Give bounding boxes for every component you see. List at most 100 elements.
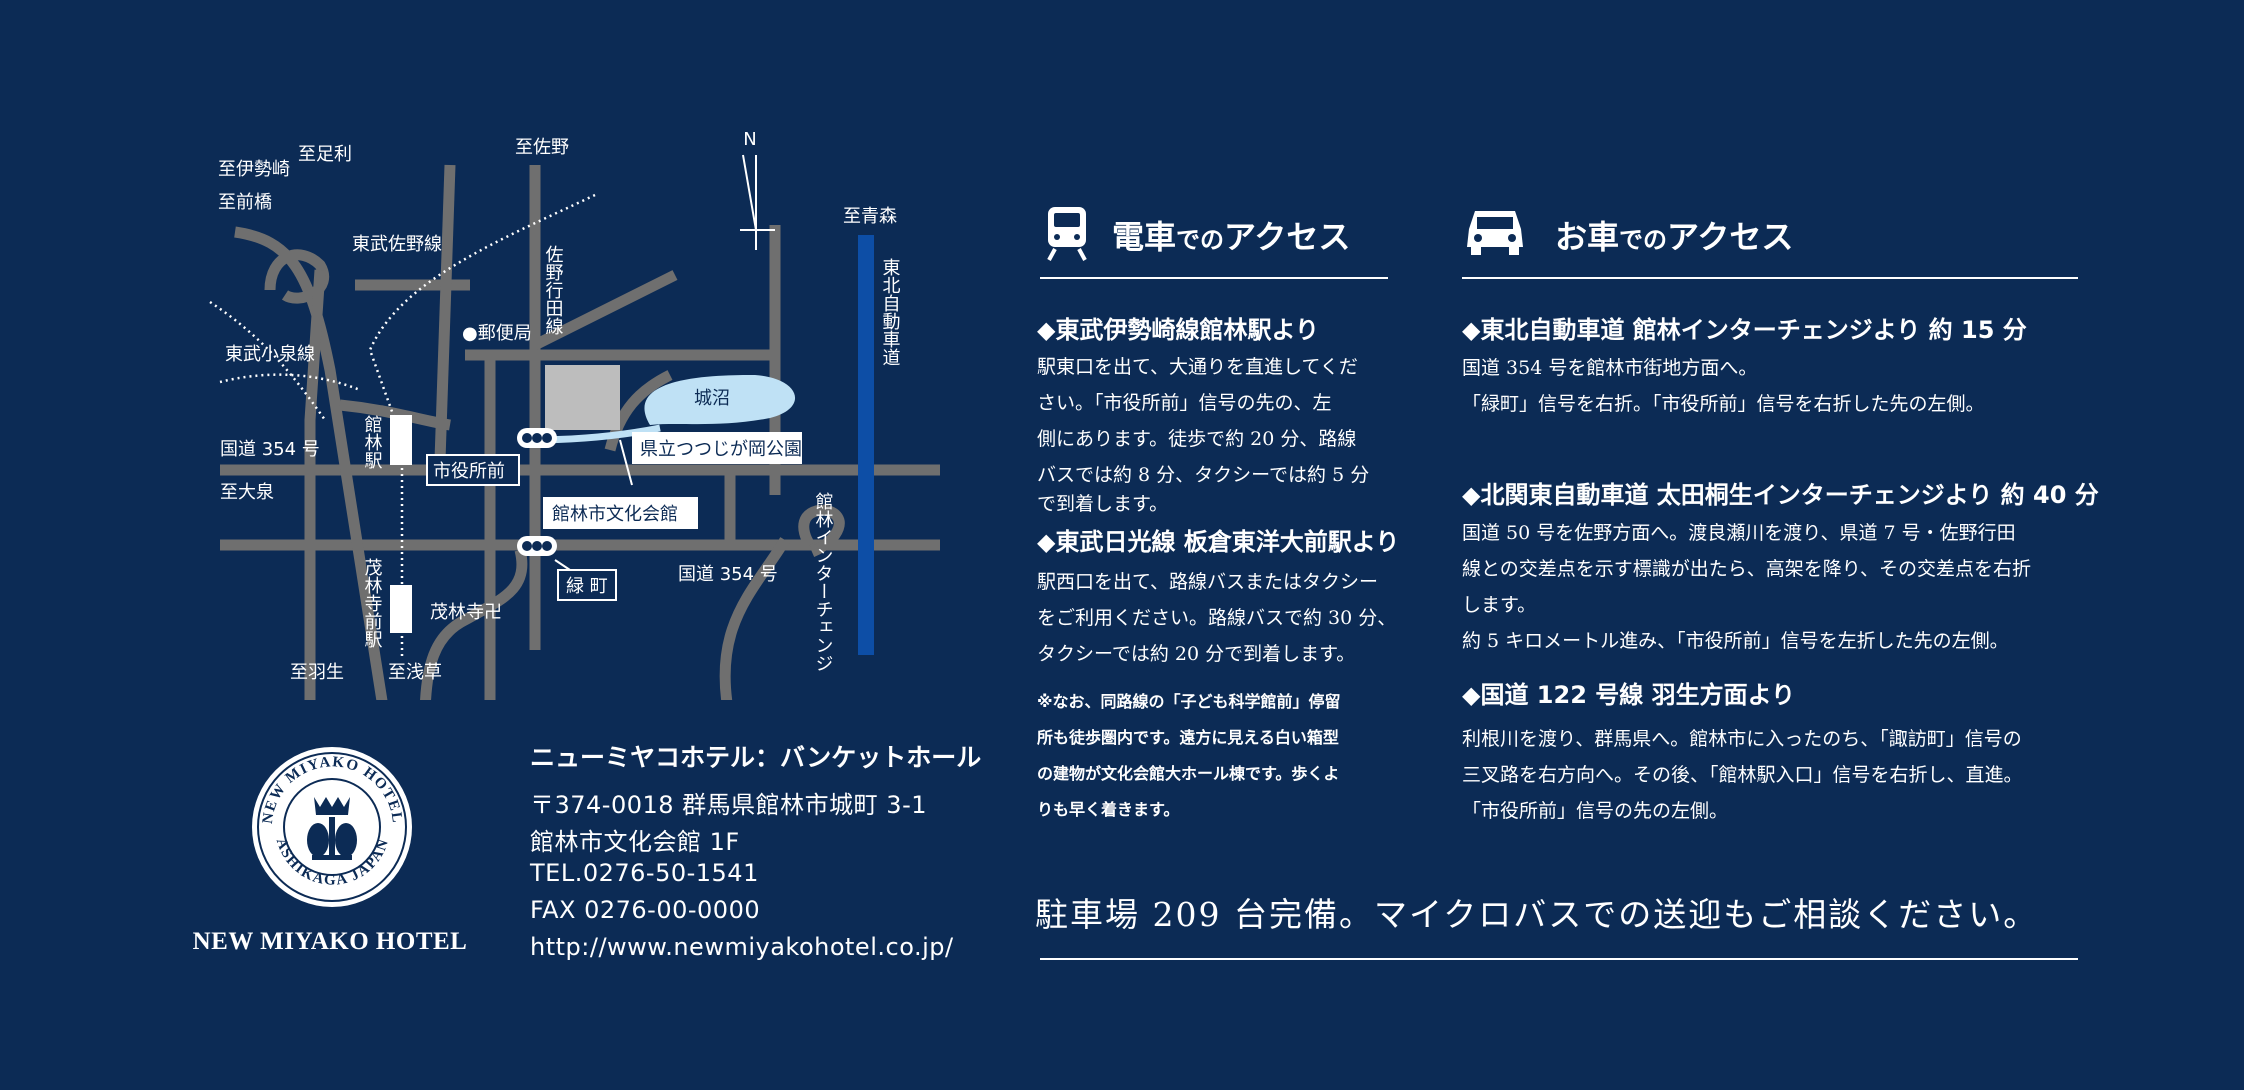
label-midoricho: 緑 町 — [566, 576, 608, 597]
car-section-tohoku-body: 国道 354 号を館林市街地方面へ。 「緑町」信号を右折。「市役所前」信号を右折… — [1462, 350, 2102, 422]
label-tobu-koizumi-line: 東武小泉線 — [225, 344, 315, 365]
note-line: りも早く着きます。 — [1037, 800, 1180, 819]
station-morinji — [390, 585, 412, 633]
hotel-fax: FAX 0276-00-0000 — [530, 896, 761, 924]
label-to-isesaki: 至伊勢崎 — [218, 159, 290, 180]
label-morinji-temple: 茂林寺卍 — [430, 602, 502, 623]
road-ic-ramp — [719, 537, 790, 700]
text-line: をご利用ください。路線バスで約 30 分、 — [1037, 607, 1397, 629]
car-heading: お車でのアクセス — [1555, 212, 1793, 258]
text-line: タクシーでは約 20 分で到着します。 — [1037, 643, 1356, 665]
car-section-tohoku-title: ◆東北自動車道 館林インターチェンジより 約 15 分 — [1462, 316, 2027, 344]
car-section-kitakanto-body: 国道 50 号を佐野方面へ。渡良瀬川を渡り、県道 7 号・佐野行田 線との交差点… — [1462, 515, 2102, 659]
text-line: バスでは約 8 分、タクシーでは約 5 分 — [1037, 464, 1370, 486]
label-tobu-sano-line: 東武佐野線 — [352, 234, 442, 255]
station-tatebayashi — [390, 415, 412, 465]
expressway-tohoku — [858, 235, 874, 655]
label-tatebayashi-station: 館林駅 — [362, 415, 383, 470]
signal-midoricho — [517, 536, 557, 556]
compass-north: N — [740, 129, 775, 250]
hotel-name-english: NEW MIYAKO HOTEL — [192, 928, 468, 955]
road-northeast-diagonal — [532, 270, 678, 350]
car-heading-main: お車 — [1555, 218, 1620, 256]
car-icon — [1465, 207, 1525, 261]
text-line: で到着します。 — [1037, 493, 1169, 515]
culture-hall-block — [545, 365, 620, 430]
label-post-office: ●郵便局 — [462, 323, 532, 344]
map-roads — [220, 164, 940, 700]
road-north-diagonal — [434, 164, 456, 461]
signal-city-hall-mae — [517, 428, 557, 448]
label-to-asakusa: 至浅草 — [388, 662, 442, 683]
train-heading-rule — [1040, 277, 1388, 279]
railway-tobu-koizumi — [219, 373, 361, 392]
text-line: 国道 354 号を館林市街地方面へ。 — [1462, 357, 1758, 379]
text-line: します。 — [1462, 594, 1537, 616]
road-west-loop — [264, 249, 330, 304]
label-to-maebashi: 至前橋 — [218, 192, 272, 213]
text-line: 約 5 キロメートル進み、「市役所前」信号を左折した先の左側。 — [1462, 630, 2009, 652]
car-section-route122-body: 利根川を渡り、群馬県へ。館林市に入ったのち、「諏訪町」信号の 三叉路を右方向へ。… — [1462, 721, 2102, 829]
label-morinji-station: 茂林寺前駅 — [362, 558, 383, 649]
hotel-address-postal: 〒374-0018 群馬県館林市城町 3-1 — [530, 791, 928, 819]
label-box-city-hall — [426, 454, 520, 486]
label-tsutsujigaoka-park: 県立つつじが岡公園 — [640, 439, 802, 460]
railway-tobu-sano — [368, 193, 596, 421]
access-map: N 至伊勢崎 至足利 至前橋 至佐野 至青森 東武佐野線 東武小泉線 ●郵便局 … — [200, 120, 980, 700]
train-icon — [1045, 205, 1089, 265]
label-box-culture-hall — [543, 497, 698, 529]
note-line: 所も徒歩圏内です。遠方に見える白い箱型 — [1037, 728, 1339, 747]
road-west-vertical — [304, 269, 326, 700]
leader-culture-hall — [619, 439, 633, 486]
hotel-address-building: 館林市文化会館 1F — [530, 828, 740, 856]
road-morinji — [420, 548, 528, 700]
lake-jonuma — [644, 375, 796, 425]
train-section-isesaki-body: 駅東口を出て、大通りを直進してくだ さい。「市役所前」信号の先の、左 側にありま… — [1037, 349, 1397, 515]
text-line: 側にあります。徒歩で約 20 分、路線 — [1037, 428, 1357, 450]
train-heading-particle: での — [1176, 226, 1225, 254]
label-jonuma: 城沼 — [694, 388, 730, 409]
text-line: さい。「市役所前」信号の先の、左 — [1037, 392, 1332, 414]
hotel-tel: TEL.0276-50-1541 — [530, 859, 759, 887]
railway-tobu-isesaki-north — [209, 300, 327, 421]
label-city-hall-mae: 市役所前 — [433, 461, 505, 482]
text-line: 駅東口を出て、大通りを直進してくだ — [1037, 356, 1358, 378]
label-to-oizumi: 至大泉 — [220, 482, 274, 503]
text-line: 「市役所前」信号の先の左側。 — [1462, 800, 1729, 822]
text-line: 三叉路を右方向へ。その後、「館林駅入口」信号を右折し、直進。 — [1462, 764, 2023, 786]
text-line: 「緑町」信号を右折。「市役所前」信号を右折した先の左側。 — [1462, 393, 1985, 415]
road-ic-loop — [798, 504, 845, 558]
note-line: の建物が文化会館大ホール棟です。歩くよ — [1037, 764, 1340, 783]
map-svg: N 至伊勢崎 至足利 至前橋 至佐野 至青森 東武佐野線 東武小泉線 ●郵便局 … — [209, 129, 940, 700]
text-line: 利根川を渡り、群馬県へ。館林市に入ったのち、「諏訪町」信号の — [1462, 728, 2022, 750]
label-tohoku-expressway: 東北自動車道 — [880, 258, 901, 366]
text-line: 国道 50 号を佐野方面へ。渡良瀬川を渡り、県道 7 号・佐野行田 — [1462, 522, 2016, 544]
label-tatebayashi-ic: 館林インターチェンジ — [813, 492, 834, 672]
road-west-diagonal — [234, 226, 388, 700]
label-to-sano: 至佐野 — [515, 137, 569, 158]
note-line: ※なお、同路線の「子ども科学館前」停留 — [1037, 692, 1341, 711]
train-section-nikko-body: 駅西口を出て、路線バスまたはタクシー をご利用ください。路線バスで約 30 分、… — [1037, 564, 1397, 672]
text-line: 線との交差点を示す標識が出たら、高架を降り、その交差点を右折 — [1462, 558, 2032, 580]
train-heading-main: 電車 — [1112, 218, 1177, 256]
hotel-title: ニューミヤコホテル：バンケットホール — [530, 743, 982, 772]
train-section-nikko-title: ◆東武日光線 板倉東洋大前駅より — [1037, 528, 1400, 556]
car-heading-access: アクセス — [1667, 218, 1794, 256]
text-line: 駅西口を出て、路線バスまたはタクシー — [1037, 571, 1379, 593]
car-section-route122-title: ◆国道 122 号線 羽生方面より — [1462, 681, 1796, 709]
train-heading: 電車でのアクセス — [1112, 212, 1350, 258]
hotel-url[interactable]: http://www.newmiyakohotel.co.jp/ — [530, 933, 954, 961]
parking-notice: 駐車場 209 台完備。マイクロバスでの送迎もご相談ください。 — [1035, 895, 2039, 934]
train-note: ※なお、同路線の「子ども科学館前」停留 所も徒歩圏内です。遠方に見える白い箱型 … — [1037, 684, 1397, 828]
label-to-aomori: 至青森 — [843, 206, 897, 227]
parking-rule — [1040, 958, 2078, 960]
label-to-hanyu: 至羽生 — [290, 662, 344, 683]
label-box-midoricho — [557, 569, 617, 601]
label-route354-left: 国道 354 号 — [220, 439, 320, 460]
label-route354-right: 国道 354 号 — [678, 564, 778, 585]
car-heading-rule — [1462, 277, 2078, 279]
train-heading-access: アクセス — [1224, 218, 1351, 256]
label-box-park — [632, 432, 802, 464]
label-to-ashikaga: 至足利 — [298, 144, 352, 165]
car-section-kitakanto-title: ◆北関東自動車道 太田桐生インターチェンジより 約 40 分 — [1462, 481, 2099, 509]
